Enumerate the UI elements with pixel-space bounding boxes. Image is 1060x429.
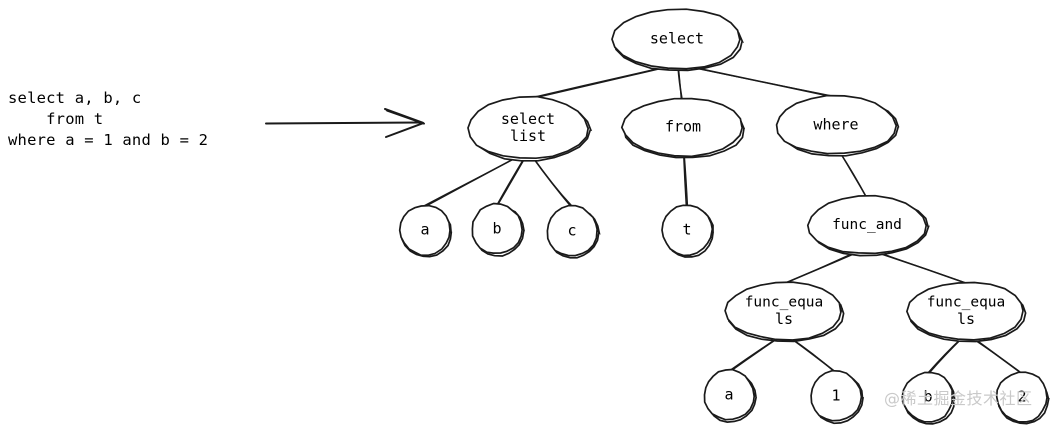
node-label: select [650, 30, 704, 48]
node-label: from [665, 118, 701, 136]
node-shape [703, 368, 756, 421]
node-shape [661, 204, 714, 257]
node-label: func_and [832, 217, 902, 233]
node-shape [995, 371, 1049, 423]
tree-node-from[interactable]: from [620, 97, 746, 159]
transform-arrow [265, 108, 425, 138]
node-shape [775, 94, 898, 155]
node-label: func_equa [927, 295, 1006, 311]
node-label: list [510, 127, 546, 145]
node-shape [471, 202, 524, 254]
node-label: select [501, 110, 555, 128]
tree-node-leaf_a2[interactable]: a [703, 368, 757, 423]
tree-node-leaf_2[interactable]: 2 [995, 371, 1050, 425]
tree-node-leaf_t[interactable]: t [661, 204, 714, 258]
node-shape [467, 95, 590, 160]
node-label: 2 [1017, 388, 1026, 406]
node-shape [905, 281, 1024, 341]
node-label: ls [775, 310, 793, 328]
tree-edge-sketch [531, 155, 573, 207]
node-shape [611, 8, 742, 70]
tree-node-leaf_a1[interactable]: a [398, 204, 453, 258]
node-label: where [813, 116, 858, 134]
node-label: c [567, 222, 576, 240]
node-shape [724, 281, 843, 341]
tree-edge-sketch [423, 155, 521, 207]
tree-edge-sketch [839, 152, 867, 197]
tree-edge-sketch [783, 250, 858, 285]
node-shape [806, 194, 928, 255]
tree-node-leaf_b1[interactable]: b [471, 202, 525, 257]
tree-node-where[interactable]: where [775, 94, 900, 157]
tree-node-leaf_c1[interactable]: c [546, 204, 601, 259]
node-shape [398, 204, 451, 257]
tree-edge-sketch [875, 251, 965, 284]
sql-query-text: select a, b, c from t where a = 1 and b … [8, 89, 209, 149]
node-label: t [682, 221, 691, 239]
tree-node-func_and[interactable]: func_and [806, 194, 930, 257]
tree-node-leaf_1[interactable]: 1 [810, 369, 865, 425]
tree-edge-sketch [529, 66, 667, 99]
node-shape [901, 371, 954, 423]
node-label: 1 [831, 387, 840, 405]
tree-node-select[interactable]: select [611, 8, 744, 72]
node-label: a [724, 386, 733, 404]
node-shape [810, 369, 863, 422]
tree-edge-sketch [729, 337, 779, 373]
node-label: a [420, 221, 429, 239]
node-label: func_equa [745, 295, 824, 311]
node-label: b [492, 220, 501, 238]
tree-edge-sketch [971, 337, 1021, 373]
tree-edge-sketch [688, 66, 835, 97]
node-label: ls [957, 310, 975, 328]
node-label: b [923, 388, 932, 406]
node-shape [546, 204, 599, 257]
node-shape [620, 97, 744, 158]
tree-node-leaf_b2[interactable]: b [901, 371, 956, 425]
tree-edge-sketch [928, 337, 963, 374]
